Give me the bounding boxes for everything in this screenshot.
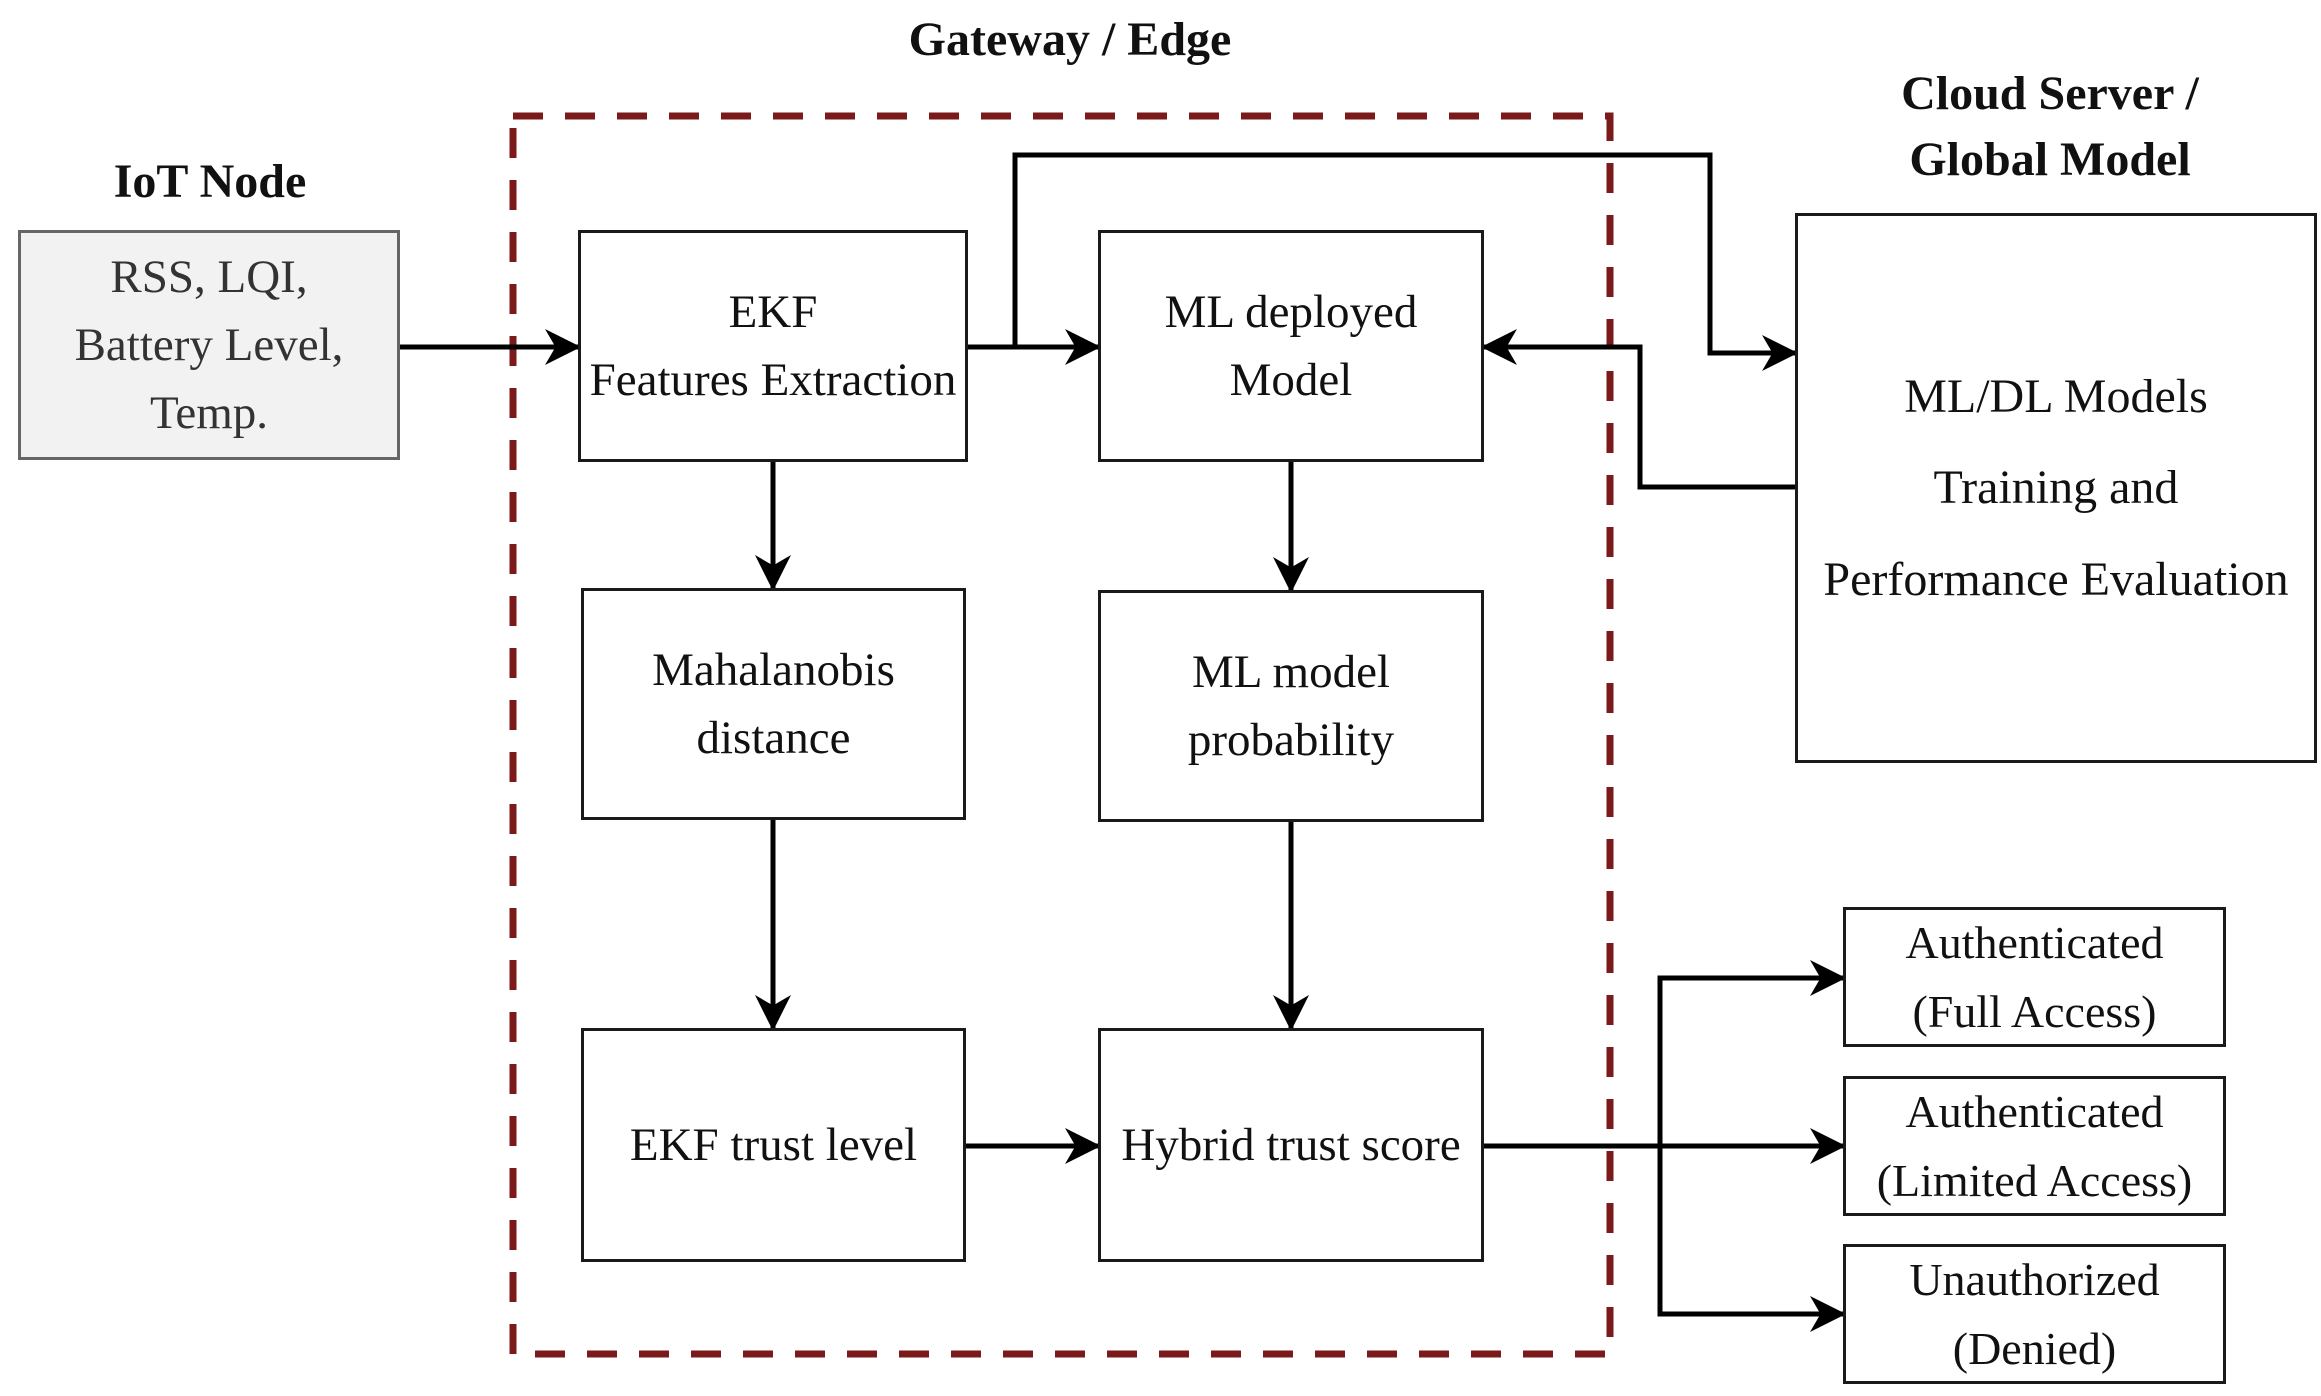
gateway-title: Gateway / Edge <box>908 13 1232 66</box>
hybrid-score-box: Hybrid trust score <box>1098 1028 1484 1262</box>
arrow-cloud-to-ml <box>1481 329 1795 490</box>
cloud-title-line2: Global Model <box>1909 133 2191 186</box>
iot-inputs-box: RSS, LQI, Battery Level, Temp. <box>18 230 400 460</box>
cloud-models-box: ML/DL Models Training and Performance Ev… <box>1795 213 2317 763</box>
decision-limited-access: Authenticated (Limited Access) <box>1843 1076 2226 1216</box>
arrow-ekf-to-cloud <box>1012 152 1798 371</box>
decision-denied: Unauthorized (Denied) <box>1843 1244 2226 1384</box>
cloud-title-line1: Cloud Server / <box>1901 67 2199 120</box>
ekf-features-box: EKF Features Extraction <box>578 230 968 462</box>
ekf-trust-box: EKF trust level <box>581 1028 966 1262</box>
decision-full-access: Authenticated (Full Access) <box>1843 907 2226 1047</box>
ml-deployed-box: ML deployed Model <box>1098 230 1484 462</box>
ml-probability-box: ML model probability <box>1098 590 1484 822</box>
arrow-hybrid-to-denied <box>1657 1146 1846 1332</box>
iot-node-title: IoT Node <box>113 155 307 208</box>
mahalanobis-box: Mahalanobis distance <box>581 588 966 820</box>
arrow-hybrid-to-full <box>1657 960 1846 1146</box>
gateway-boundary <box>509 112 1614 1358</box>
